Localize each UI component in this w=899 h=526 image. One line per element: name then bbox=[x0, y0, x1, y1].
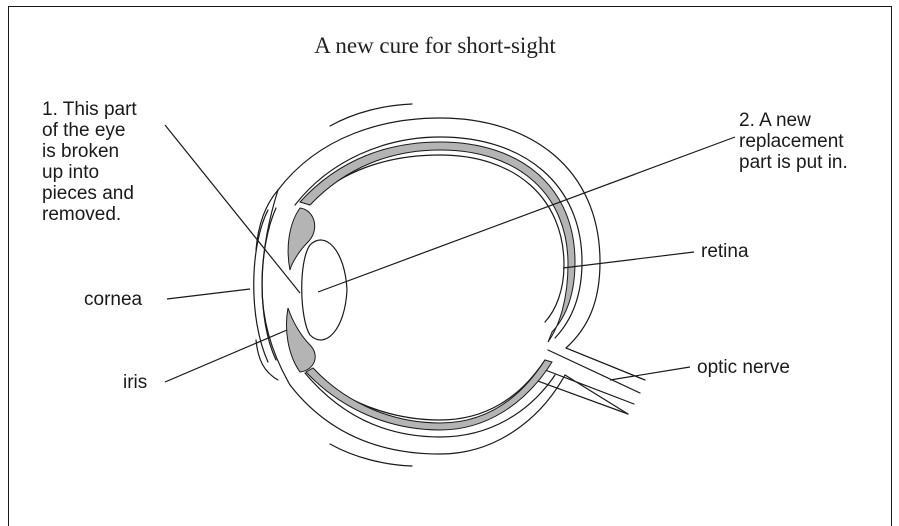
choroid-band bbox=[300, 142, 575, 342]
optic-nerve-label: optic nerve bbox=[697, 357, 790, 378]
outer-fold-top bbox=[330, 104, 412, 126]
leader-cornea bbox=[167, 289, 250, 299]
outer-fold-bottom bbox=[330, 444, 412, 466]
leader-optic bbox=[610, 367, 690, 380]
leader-iris bbox=[165, 330, 287, 382]
leader-retina bbox=[563, 252, 694, 268]
step1-note: 1. This part of the eye is broken up int… bbox=[42, 99, 137, 225]
step1-line: is broken bbox=[42, 141, 137, 162]
step1-line: removed. bbox=[42, 204, 137, 225]
leader-note2 bbox=[318, 137, 735, 292]
leader-note1 bbox=[165, 125, 300, 293]
step2-line: part is put in. bbox=[739, 152, 848, 173]
step2-line: replacement bbox=[739, 131, 848, 152]
retina-label: retina bbox=[701, 241, 749, 262]
step1-line: of the eye bbox=[42, 120, 137, 141]
eye-diagram bbox=[0, 0, 899, 513]
iris-upper bbox=[288, 208, 315, 270]
optic-nerve-top bbox=[548, 350, 640, 393]
retina-line bbox=[318, 155, 564, 322]
step1-line: 1. This part bbox=[42, 99, 137, 120]
step1-line: up into bbox=[42, 162, 137, 183]
cornea-label: cornea bbox=[84, 289, 142, 310]
iris-label: iris bbox=[123, 372, 147, 393]
step2-note: 2. A new replacement part is put in. bbox=[739, 110, 848, 173]
step2-line: 2. A new bbox=[739, 110, 848, 131]
step1-line: pieces and bbox=[42, 183, 137, 204]
iris-lower bbox=[287, 308, 316, 372]
retina-line-lower bbox=[318, 360, 545, 420]
eye-outer-boundary bbox=[262, 190, 290, 385]
